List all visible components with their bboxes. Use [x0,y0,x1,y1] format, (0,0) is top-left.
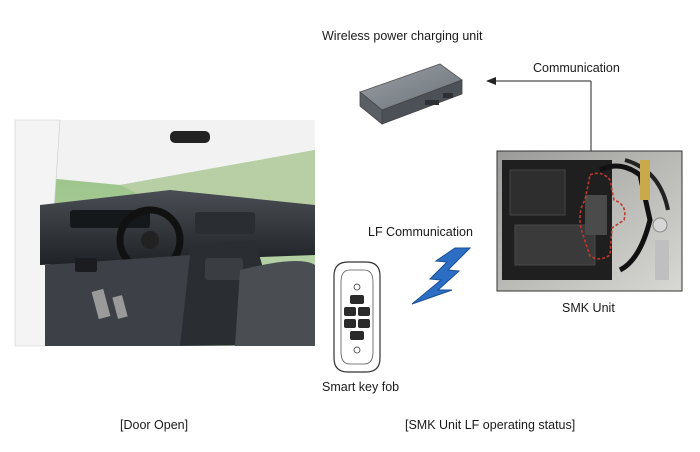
wireless-unit-label: Wireless power charging unit [322,29,483,43]
lf-communication-label: LF Communication [368,225,473,239]
communication-arrow [486,77,592,151]
smk-unit-photo [496,150,683,292]
door-open-caption: [Door Open] [120,418,189,432]
lf-status-caption: [SMK Unit LF operating status] [405,418,576,432]
lightning-bolt-icon [411,247,472,305]
smk-unit-label: SMK Unit [562,301,615,315]
car-interior-photo [14,119,315,347]
smart-key-fob-icon [333,261,381,373]
wireless-charging-module-icon [359,63,463,125]
smart-key-fob-label: Smart key fob [322,380,400,394]
communication-label: Communication [533,61,620,75]
